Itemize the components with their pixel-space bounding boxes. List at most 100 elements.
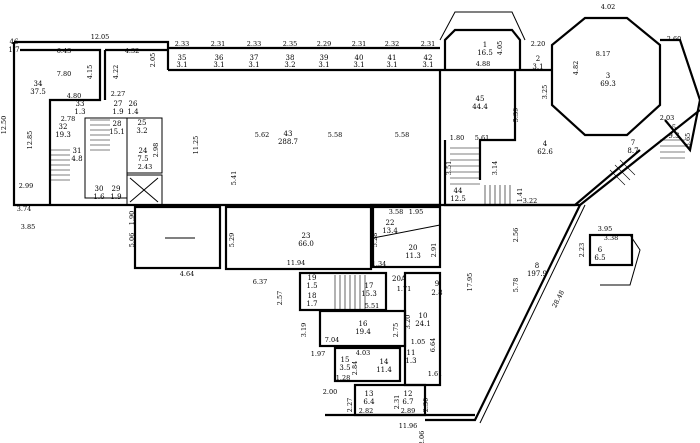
dimension-label: 3.19 xyxy=(300,323,308,337)
svg-text:4: 4 xyxy=(543,140,548,148)
svg-text:36: 36 xyxy=(215,54,224,62)
dimension-label: 2.27 xyxy=(346,398,354,412)
dimension-label: 3.22 xyxy=(523,197,537,205)
svg-text:5: 5 xyxy=(672,124,676,132)
svg-text:39: 39 xyxy=(320,54,329,62)
svg-text:6.7: 6.7 xyxy=(402,398,413,406)
svg-text:16.5: 16.5 xyxy=(477,49,493,57)
stairs xyxy=(50,119,685,310)
svg-text:27: 27 xyxy=(114,100,123,108)
dimension-label: 1.41 xyxy=(516,188,524,202)
room-label: 461.7 xyxy=(8,38,19,54)
svg-text:19.3: 19.3 xyxy=(55,131,71,139)
svg-text:46: 46 xyxy=(10,38,19,46)
dimension-label: 5.39 xyxy=(512,108,520,122)
svg-text:23: 23 xyxy=(302,232,311,240)
dimension-label: 8.17 xyxy=(596,50,610,58)
dimension-label: 11.25 xyxy=(192,136,200,155)
dimension-label: 5.62 xyxy=(255,131,269,139)
dimension-label: 2.23 xyxy=(578,243,586,257)
room-label: 136.4 xyxy=(363,390,375,406)
room-label: 271.9 xyxy=(112,100,123,116)
svg-text:31: 31 xyxy=(73,147,82,155)
svg-text:1.3: 1.3 xyxy=(405,357,416,365)
dimension-label: 7.04 xyxy=(325,336,339,344)
svg-text:40: 40 xyxy=(355,54,364,62)
room-label: 373.1 xyxy=(248,54,259,69)
dimension-label: 5.78 xyxy=(512,278,520,292)
dimension-label: 2.78 xyxy=(61,115,75,123)
svg-text:19: 19 xyxy=(308,274,317,282)
svg-text:37.5: 37.5 xyxy=(30,88,46,96)
svg-text:33: 33 xyxy=(76,100,85,108)
svg-text:62.6: 62.6 xyxy=(537,148,553,156)
svg-text:288.7: 288.7 xyxy=(278,138,298,146)
room-label: 363.1 xyxy=(213,54,224,69)
dimension-label: 3.58 xyxy=(389,208,403,216)
dimension-label: 2.31 xyxy=(393,395,401,409)
svg-text:28: 28 xyxy=(113,120,122,128)
svg-text:1.9: 1.9 xyxy=(112,108,123,116)
svg-text:1.5: 1.5 xyxy=(306,282,317,290)
dimension-label: 2.35 xyxy=(283,40,297,48)
svg-text:41: 41 xyxy=(388,54,397,62)
svg-text:16: 16 xyxy=(359,320,368,328)
dimension-label: 2.06 xyxy=(418,431,426,443)
room-label: 59.3 xyxy=(668,124,679,140)
dimension-label: 3.65 xyxy=(684,133,692,147)
room-label: 92.8 xyxy=(431,280,442,297)
svg-text:24: 24 xyxy=(139,147,148,155)
room-label: 78.7 xyxy=(627,139,638,155)
dimension-label: 6.37 xyxy=(253,278,267,286)
svg-text:34: 34 xyxy=(34,80,43,88)
svg-text:3.1: 3.1 xyxy=(318,61,329,69)
room-label: 23.1 xyxy=(532,55,543,71)
room-label: 369.3 xyxy=(600,72,616,88)
dimension-label: 2.30 xyxy=(422,398,430,412)
svg-text:197.9: 197.9 xyxy=(527,270,547,278)
dimension-label: 3.74 xyxy=(17,205,31,213)
svg-text:6: 6 xyxy=(598,246,603,254)
room-label: 462.6 xyxy=(537,140,553,156)
svg-text:3.1: 3.1 xyxy=(353,61,364,69)
dimension-label: 7.80 xyxy=(57,70,71,78)
dimension-label: 5.58 xyxy=(328,131,342,139)
dimension-label: 2.98 xyxy=(152,143,160,157)
dimension-label: 1.61 xyxy=(428,370,442,378)
room-label: 353.1 xyxy=(176,54,187,69)
dimension-label: 2.33 xyxy=(175,40,189,48)
svg-text:7.5: 7.5 xyxy=(137,155,148,163)
room-label: 423.1 xyxy=(422,54,433,69)
room-label: 116.5 xyxy=(477,41,493,57)
svg-text:37: 37 xyxy=(250,54,259,62)
dimension-label: 2.05 xyxy=(149,53,157,67)
room-label: 291.9 xyxy=(110,185,121,201)
dimension-label: 1.95 xyxy=(409,208,423,216)
dimension-label: 1.28 xyxy=(336,374,350,382)
svg-text:25: 25 xyxy=(138,119,147,127)
svg-text:11: 11 xyxy=(407,349,416,357)
dimension-label: 2.56 xyxy=(512,228,520,242)
dimension-label: 3.51 xyxy=(445,161,453,175)
dimension-label: 12.85 xyxy=(26,131,34,150)
svg-text:29: 29 xyxy=(112,185,121,193)
dimension-label: 4.15 xyxy=(86,65,94,79)
dimension-label: 1.80 xyxy=(450,134,464,142)
svg-text:2: 2 xyxy=(536,55,540,63)
svg-text:18: 18 xyxy=(308,292,317,300)
svg-text:66.0: 66.0 xyxy=(298,240,314,248)
svg-text:9: 9 xyxy=(435,280,439,288)
svg-text:22: 22 xyxy=(386,219,395,227)
dimension-label: 2.82 xyxy=(359,407,373,415)
dimension-label: 2.57 xyxy=(276,291,284,305)
